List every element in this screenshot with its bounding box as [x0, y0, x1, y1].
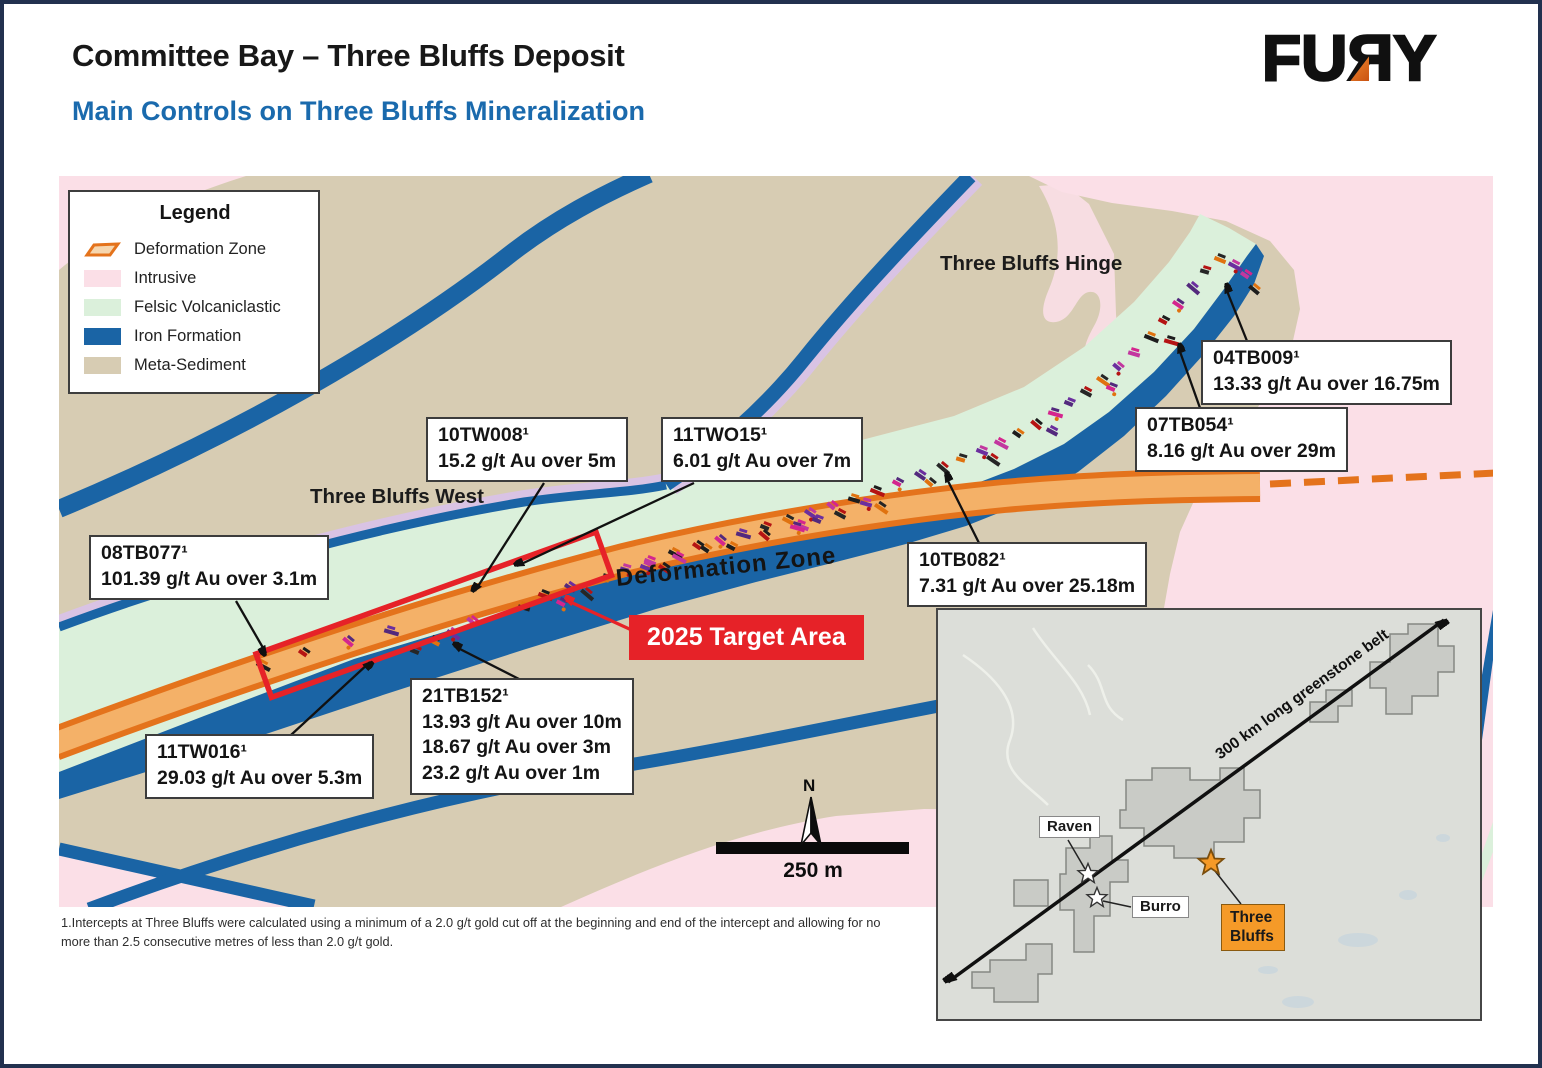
- burro-label: Burro: [1132, 896, 1189, 918]
- callout-arrows: [235, 286, 1249, 736]
- hole-id: 04TB009¹: [1213, 347, 1300, 369]
- callout-08TB077: 08TB077¹ 101.39 g/t Au over 3.1m: [89, 535, 330, 601]
- page-title: Committee Bay – Three Bluffs Deposit: [72, 38, 625, 73]
- three-bluffs-label: Three Bluffs: [1221, 904, 1285, 951]
- logo-letter-y: Y: [1392, 22, 1437, 94]
- legend-label: Iron Formation: [134, 327, 242, 345]
- legend-item-deformation: Deformation Zone: [84, 235, 306, 264]
- hole-result: 13.93 g/t Au over 10m: [422, 710, 622, 733]
- callout-10TW008: 10TW008¹ 15.2 g/t Au over 5m: [426, 417, 629, 483]
- hole-result: 101.39 g/t Au over 3.1m: [101, 567, 318, 590]
- legend-label: Intrusive: [134, 269, 197, 287]
- callout-11TWO15: 11TWO15¹ 6.01 g/t Au over 7m: [661, 417, 864, 483]
- terrain-lines: [962, 627, 1124, 806]
- north-label: N: [803, 776, 816, 795]
- iron-formation-band-a: [59, 176, 653, 518]
- scale-bar: [716, 842, 909, 854]
- hole-result: 7.31 g/t Au over 25.18m: [919, 574, 1136, 597]
- legend-item-intrusive: Intrusive: [84, 264, 306, 293]
- iron-swatch-icon: [84, 328, 121, 345]
- intrusive-finger: [1039, 184, 1117, 365]
- hole-result: 23.2 g/t Au over 1m: [422, 762, 601, 785]
- greenstone-belt-arrow: [948, 620, 1444, 982]
- label-three-bluffs-hinge: Three Bluffs Hinge: [940, 252, 1123, 275]
- hole-result: 29.03 g/t Au over 5.3m: [157, 766, 363, 789]
- hole-id: 11TWO15¹: [673, 424, 768, 446]
- legend-label: Meta-Sediment: [134, 356, 246, 374]
- legend-item-metasediment: Meta-Sediment: [84, 351, 306, 380]
- hole-result: 13.33 g/t Au over 16.75m: [1213, 372, 1440, 395]
- callout-21TB152: 21TB152¹ 13.93 g/t Au over 10m 18.67 g/t…: [410, 678, 634, 795]
- target-arrow: [566, 600, 637, 634]
- legend: Legend Deformation Zone Intrusive Felsic…: [68, 190, 320, 394]
- legend-label: Deformation Zone: [134, 240, 267, 258]
- deformation-zone-fill: [59, 474, 1261, 754]
- legend-label: Felsic Volcaniclastic: [134, 298, 281, 316]
- hole-result: 6.01 g/t Au over 7m: [673, 449, 852, 472]
- page-subtitle: Main Controls on Three Bluffs Mineraliza…: [72, 96, 646, 126]
- hole-id: 07TB054¹: [1147, 414, 1234, 436]
- meta-sediment-swatch-icon: [84, 357, 121, 374]
- target-area-label: 2025 Target Area: [629, 615, 864, 660]
- inset-graphics: [938, 610, 1455, 1008]
- north-arrow-icon: [800, 796, 822, 846]
- hole-result: 8.16 g/t Au over 29m: [1147, 439, 1336, 462]
- drill-collars: [255, 252, 1261, 672]
- callout-10TB082: 10TB082¹ 7.31 g/t Au over 25.18m: [907, 542, 1148, 608]
- legend-title: Legend: [159, 202, 231, 224]
- callout-04TB009: 04TB009¹ 13.33 g/t Au over 16.75m: [1201, 340, 1452, 406]
- hole-id: 11TW016¹: [157, 741, 247, 763]
- footnote: 1.Intercepts at Three Bluffs were calcul…: [61, 915, 881, 949]
- pointer-lines: [1067, 839, 1242, 908]
- intrusive-swatch-icon: [84, 270, 121, 287]
- legend-item-felsic: Felsic Volcaniclastic: [84, 293, 306, 322]
- deformation-zone-swatch-icon: [84, 242, 121, 257]
- legend-item-iron: Iron Formation: [84, 322, 306, 351]
- scale-bar-label: 250 m: [783, 859, 843, 882]
- logo-letter-r: Я: [1346, 22, 1395, 94]
- hole-id: 21TB152¹: [422, 685, 509, 707]
- hole-id: 10TB082¹: [919, 549, 1006, 571]
- callout-07TB054: 07TB054¹ 8.16 g/t Au over 29m: [1135, 407, 1348, 473]
- lakes: [1258, 834, 1450, 1008]
- deformation-zone-dashed: [1269, 469, 1493, 488]
- iron-formation-main-band: [59, 244, 1264, 799]
- raven-label: Raven: [1039, 816, 1101, 838]
- callout-11TW016: 11TW016¹ 29.03 g/t Au over 5.3m: [145, 734, 375, 800]
- label-three-bluffs-west: Three Bluffs West: [310, 485, 484, 508]
- inset-location-map: 300 km long greenstone belt Raven Burro …: [936, 608, 1482, 1021]
- hole-id: 08TB077¹: [101, 542, 188, 564]
- hole-result: 15.2 g/t Au over 5m: [438, 449, 617, 472]
- hole-id: 10TW008¹: [438, 424, 530, 446]
- logo-letters-fu: FU: [1261, 22, 1349, 94]
- target-area-rectangle: [252, 528, 616, 701]
- claim-blocks: [971, 623, 1455, 1003]
- felsic-swatch-icon: [84, 299, 121, 316]
- hole-result: 18.67 g/t Au over 3m: [422, 736, 611, 759]
